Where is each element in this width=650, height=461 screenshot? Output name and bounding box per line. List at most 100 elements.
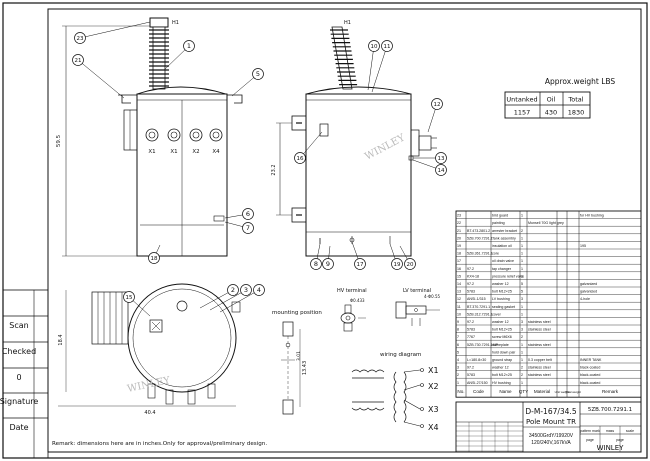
side-label-checked: Checked	[2, 347, 36, 356]
bom-cell-no: 2	[457, 373, 459, 377]
dim-height: 59.5	[56, 134, 62, 147]
bom-cell-qty: 1	[521, 236, 523, 240]
bom-cell-name: washer 12	[492, 366, 509, 370]
bom-cell-no: 22	[457, 221, 461, 225]
hv-terminal-dim: Φ0.433	[350, 298, 365, 303]
balloon-6: 6	[246, 210, 250, 218]
bom-cell-name: arrester bracket	[492, 229, 517, 233]
bom-cell-qty: 1	[521, 267, 523, 271]
bom-cell-name: HV bushing	[492, 381, 511, 385]
bom-cell-code: L=180.8×30	[467, 358, 486, 362]
wiring-x2: X2	[428, 382, 439, 391]
side-label-zero: 0	[16, 373, 21, 382]
balloon-13: 13	[438, 156, 445, 162]
balloon-circle	[435, 164, 447, 176]
title-company: WINLEY	[597, 444, 625, 452]
balloon-circle	[381, 40, 393, 52]
top-view: 40.4 18.4 WINLEY	[58, 283, 241, 416]
balloon-circle	[74, 32, 86, 44]
lv-terminal-view: LV terminal 4-Φ0.55	[395, 288, 440, 326]
balloon-leader	[77, 59, 125, 99]
bom-cell-qty: 2	[521, 335, 523, 339]
balloon-circle	[240, 284, 252, 296]
bom-cell-name: core	[492, 252, 499, 256]
balloon-leader	[79, 21, 151, 39]
tap-changer	[319, 123, 329, 137]
bom-cell-name: bolt M12×25	[492, 290, 512, 294]
balloon-12: 12	[434, 102, 441, 108]
bom-cell-qty: 2	[521, 366, 523, 370]
weight-head-oil: Oil	[547, 96, 556, 104]
side-hv-bushing	[330, 26, 358, 90]
balloon-circle	[242, 208, 254, 220]
balloon-circle	[391, 258, 403, 270]
title-code: 5ZB.700.7291.1	[588, 407, 632, 413]
hold-down-lug	[227, 94, 243, 104]
balloon-circle	[253, 284, 265, 296]
wiring-x4: X4	[428, 423, 439, 432]
bom-header-material: Material	[534, 389, 550, 394]
weight-untanked: 1157	[514, 109, 531, 117]
dim-mount-width: 3.01	[296, 351, 302, 361]
bom-cell-remark: galvanized	[580, 290, 597, 294]
bom-cell-qty: 2	[521, 229, 523, 233]
balloon-5: 5	[256, 70, 260, 78]
arrester-bracket	[118, 94, 137, 104]
balloon-16: 16	[297, 156, 304, 162]
bom-cell-name: LV bushing	[492, 297, 510, 301]
balloon-leader	[219, 289, 260, 313]
bom-cell-code: 5783	[467, 290, 475, 294]
bom-cell-no: 16	[457, 267, 461, 271]
balloon-9: 9	[326, 260, 330, 268]
mounting-view: mounting position 13.43 3.01	[272, 310, 322, 415]
dim-mount: 13.43	[302, 361, 308, 375]
bom-cell-no: 18	[457, 252, 461, 256]
balloon-leader	[371, 45, 388, 93]
front-cover	[136, 86, 227, 95]
bushing-label-x4: X4	[212, 149, 220, 155]
bom-cell-material: stainless steel	[528, 343, 551, 347]
watermark-side: WINLEY	[363, 132, 407, 162]
side-view: H1 23.2 WINLEY	[271, 20, 437, 257]
bom-cell-name: washer 12	[492, 282, 509, 286]
balloon-circle	[368, 40, 380, 52]
side-panel: Scan Checked 0 Signature Date	[0, 289, 49, 459]
bom-header-code: Code	[473, 389, 484, 394]
top-tank-circle	[127, 283, 237, 393]
title-spec1: 34500GrdY/19920V	[529, 433, 574, 439]
bom-cell-no: 7	[457, 335, 459, 339]
balloon-20: 20	[407, 262, 414, 268]
top-lv-bushings	[147, 383, 216, 405]
bom-cell-remark: black-coated	[580, 381, 600, 385]
bom-cell-code: 97.2	[467, 366, 474, 370]
mounting-title: mounting position	[272, 310, 322, 316]
remark-text: Remark: dimensions here are in inches.On…	[52, 441, 267, 447]
balloon-circle	[354, 258, 366, 270]
bom-cell-qty: 1	[521, 214, 523, 218]
balloon-circle	[123, 291, 135, 303]
bom-cell-no: 10	[457, 312, 461, 316]
bom-cell-qty: 1	[521, 358, 523, 362]
bom-cell-no: 21	[457, 229, 461, 233]
bushing-label-x1a: X1	[148, 149, 155, 155]
bom-header-name: Name	[499, 389, 512, 394]
lv-bushings-front	[145, 128, 223, 142]
wiring-x1: X1	[428, 366, 439, 375]
balloon-23: 23	[77, 36, 84, 42]
balloon-circle	[183, 40, 195, 52]
bom-cell-qty: 3	[521, 297, 523, 301]
bushing-label-x1b: X1	[170, 149, 177, 155]
title-page-b: page	[616, 438, 624, 442]
bom-cell-qty: 1	[521, 252, 523, 256]
bom-cell-qty: 1	[521, 259, 523, 263]
bom-cell-remark: black-coated	[580, 373, 600, 377]
title-scale: scale	[626, 429, 634, 433]
bom-cell-name: painting	[492, 221, 505, 225]
balloon-4: 4	[257, 286, 261, 294]
bom-cell-no: 3	[457, 366, 459, 370]
bom-cell-name: cover	[492, 312, 502, 316]
bom-cell-name: bolt M12×25	[492, 328, 512, 332]
